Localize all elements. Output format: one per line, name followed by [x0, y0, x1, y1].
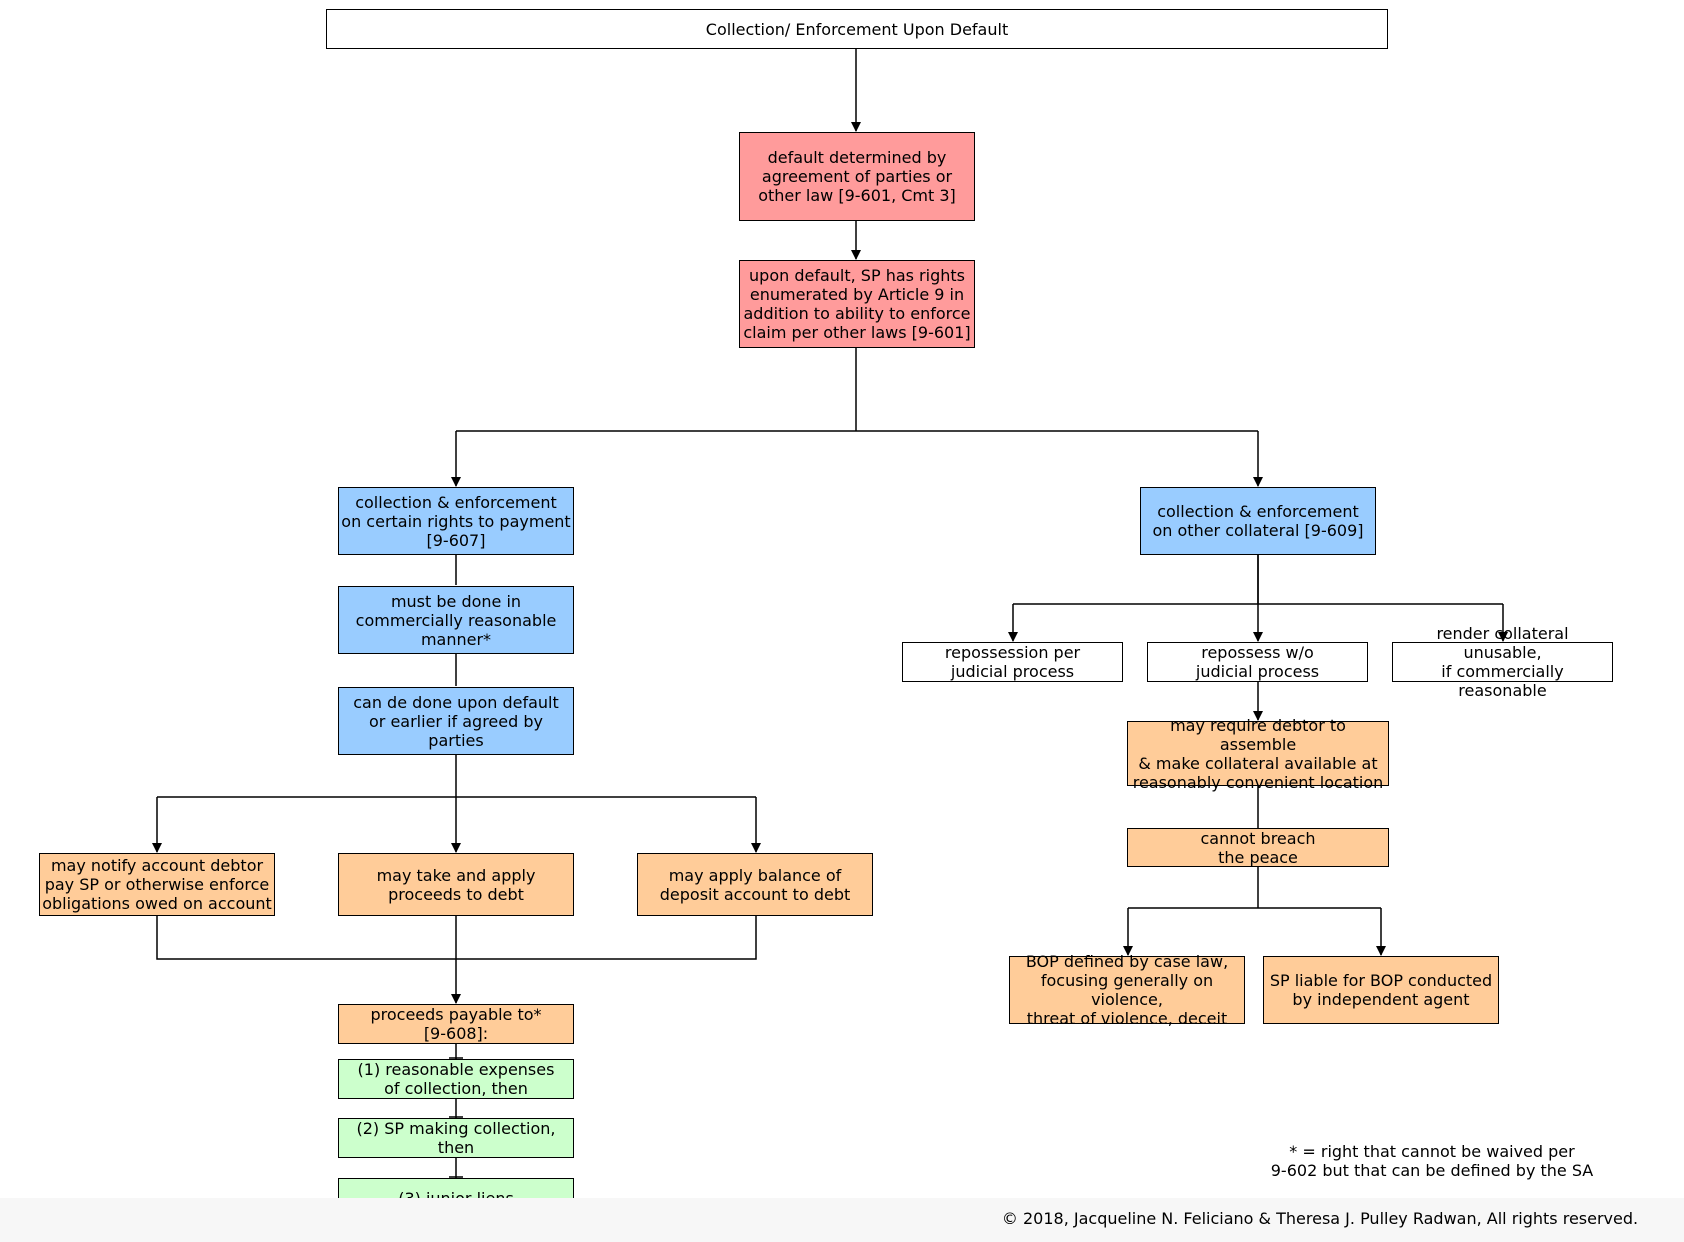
node-require-assemble: may require debtor to assemble & make co… — [1127, 716, 1389, 792]
edge-right-split — [1013, 555, 1503, 605]
node-rights-to-payment: collection & enforcement on certain righ… — [338, 487, 574, 555]
node-take-apply-proceeds: may take and apply proceeds to debt — [338, 853, 574, 916]
node-upon-default-or-earlier: can de done upon default or earlier if a… — [338, 687, 574, 755]
edge-merge — [156, 916, 757, 960]
node-sp-making-collection: (2) SP making collection, then — [338, 1118, 574, 1158]
node-repossess-wo-judicial: repossess w/o judicial process — [1147, 642, 1368, 682]
edge-priority-2 — [449, 1099, 463, 1118]
node-notify-account-debtor: may notify account debtor pay SP or othe… — [39, 853, 275, 916]
node-apply-deposit-balance: may apply balance of deposit account to … — [637, 853, 873, 916]
node-default-determined: default determined by agreement of parti… — [739, 132, 975, 221]
node-cannot-breach-peace: cannot breach the peace — [1127, 828, 1389, 867]
node-repossession-judicial: repossession per judicial process — [902, 642, 1123, 682]
node-proceeds-payable: proceeds payable to* [9-608]: — [338, 1004, 574, 1044]
edge-bop-split — [1128, 867, 1381, 909]
node-sp-liable-bop: SP liable for BOP conducted by independe… — [1263, 956, 1499, 1024]
diagram-title: Collection/ Enforcement Upon Default — [326, 9, 1388, 49]
node-other-collateral: collection & enforcement on other collat… — [1140, 487, 1376, 555]
edge-left-split — [157, 755, 756, 798]
edge-priority-1 — [449, 1044, 463, 1060]
footnote: * = right that cannot be waived per 9-60… — [1270, 1142, 1594, 1180]
node-bop-defined: BOP defined by case law, focusing genera… — [1009, 952, 1245, 1028]
copyright: © 2018, Jacqueline N. Feliciano & Theres… — [1001, 1209, 1639, 1228]
footer-band — [0, 1198, 1684, 1242]
node-reasonable-expenses: (1) reasonable expenses of collection, t… — [338, 1059, 574, 1099]
node-commercially-reasonable: must be done in commercially reasonable … — [338, 586, 574, 654]
node-upon-default: upon default, SP has rights enumerated b… — [739, 260, 975, 348]
node-render-unusable: render collateral unusable, if commercia… — [1392, 624, 1613, 700]
edge-upon-default-split — [456, 348, 1258, 432]
edge-priority-3 — [449, 1158, 463, 1178]
